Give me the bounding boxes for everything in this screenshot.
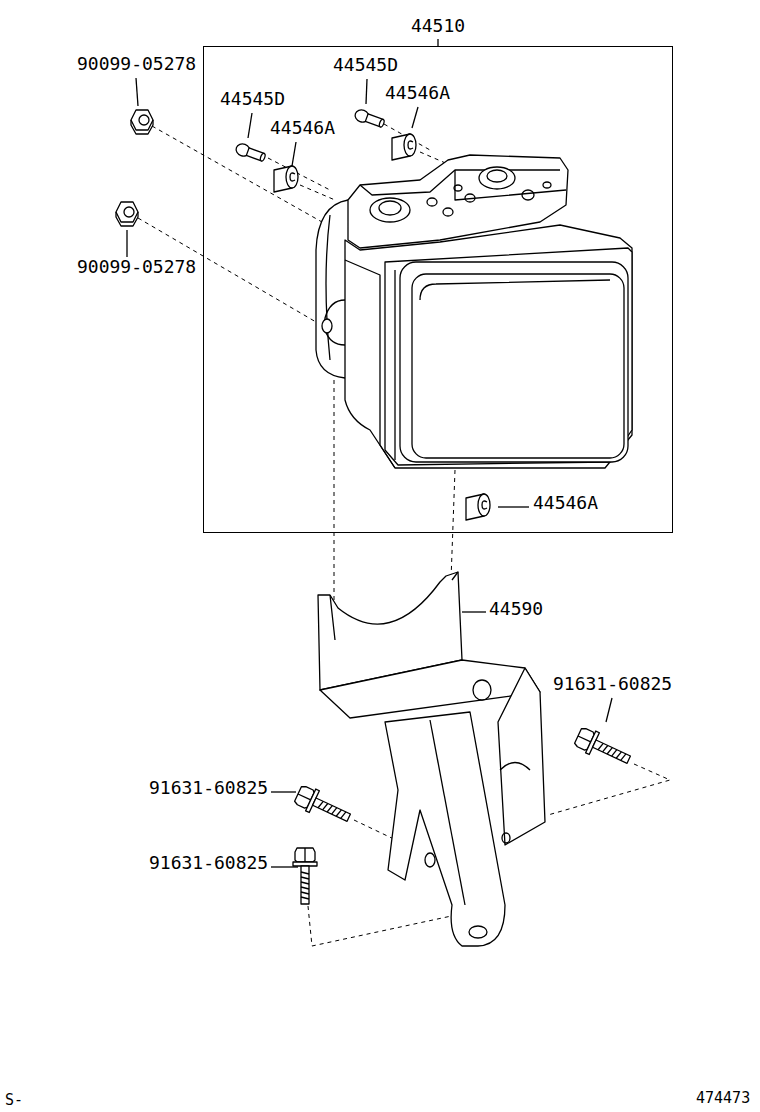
part-number: 44546A <box>533 493 598 513</box>
part-number: 90099-05278 <box>77 257 196 277</box>
part-number: 90099-05278 <box>77 54 196 74</box>
callout-number: 44510 <box>203 16 673 36</box>
part-number: 44545D <box>220 89 285 109</box>
part-number: 91631-60825 <box>553 674 672 694</box>
part-number: 44546A <box>385 83 450 103</box>
part-number: 44590 <box>489 599 543 619</box>
part-number: 44546A <box>270 118 335 138</box>
part-number: 91631-60825 <box>149 853 268 873</box>
part-number: 91631-60825 <box>149 778 268 798</box>
part-number: S- <box>5 1090 23 1110</box>
part-number: 474473 <box>696 1088 750 1108</box>
part-number: 44545D <box>333 55 398 75</box>
